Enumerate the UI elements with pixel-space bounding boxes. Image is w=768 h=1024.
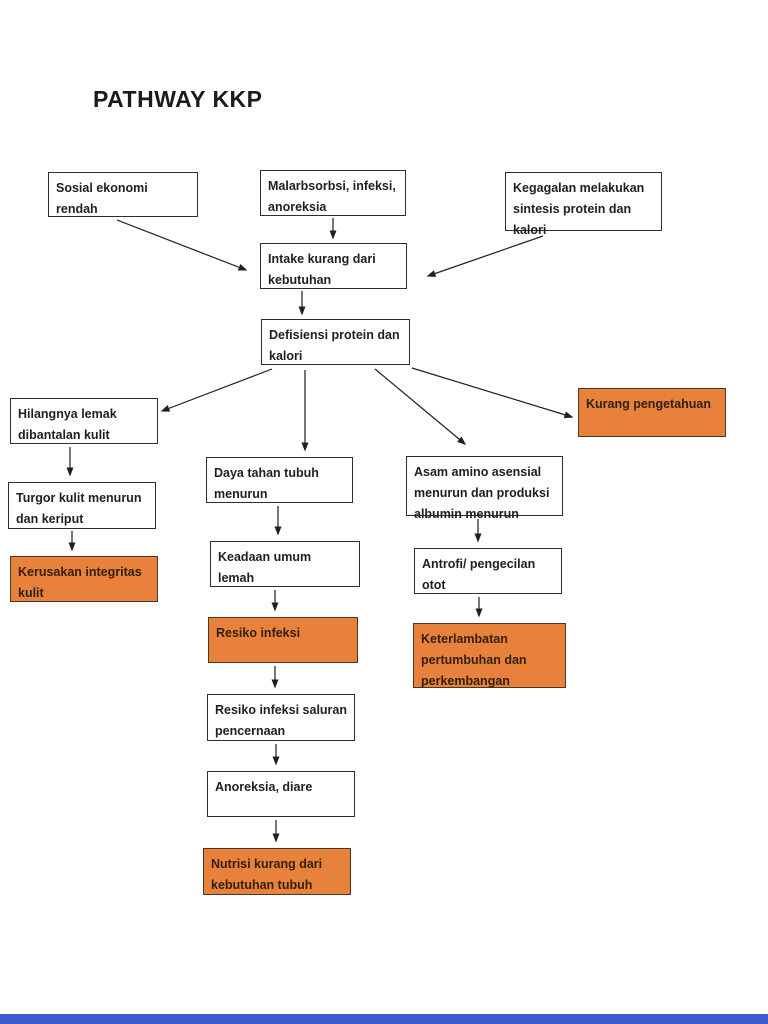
- arrow-kegagalan-to-intake: [426, 235, 544, 277]
- node-keterlambatan-pertumbuhan: Keterlambatan pertumbuhan dan perkembang…: [413, 623, 566, 688]
- arrow-defisiensi-to-kurangpeng: [411, 367, 574, 419]
- node-resiko-infeksi-saluran: Resiko infeksi saluran pencernaan: [207, 694, 355, 741]
- node-turgor-kulit: Turgor kulit menurun dan keriput: [8, 482, 156, 529]
- arrow-sosial-to-intake: [116, 219, 248, 271]
- node-kurang-pengetahuan: Kurang pengetahuan: [578, 388, 726, 437]
- node-kegagalan-sintesis: Kegagalan melakukan sintesis protein dan…: [505, 172, 662, 237]
- page-title: PATHWAY KKP: [93, 86, 263, 112]
- node-hilangnya-lemak: Hilangnya lemak dibantalan kulit: [10, 398, 158, 444]
- footer-bar: [0, 1014, 768, 1024]
- node-asam-amino-asensial: Asam amino asensial menurun dan produksi…: [406, 456, 563, 521]
- arrow-defisiensi-to-asamamino: [374, 368, 467, 445]
- node-anoreksia-diare: Anoreksia, diare: [207, 771, 355, 817]
- node-malarbsorbsi-infeksi: Malarbsorbsi, infeksi, anoreksia: [260, 170, 406, 216]
- arrow-defisiensi-to-hilangnya: [160, 368, 273, 412]
- node-sosial-ekonomi-rendah: Sosial ekonomi rendah: [48, 172, 198, 217]
- node-resiko-infeksi: Resiko infeksi: [208, 617, 358, 663]
- node-intake-kurang: Intake kurang dari kebutuhan: [260, 243, 407, 289]
- node-antrofi-pengecilan-otot: Antrofi/ pengecilan otot: [414, 548, 562, 594]
- node-daya-tahan-tubuh: Daya tahan tubuh menurun: [206, 457, 353, 503]
- node-kerusakan-integritas-kulit: Kerusakan integritas kulit: [10, 556, 158, 602]
- node-keadaan-umum-lemah: Keadaan umum lemah: [210, 541, 360, 587]
- node-defisiensi-protein-kalori: Defisiensi protein dan kalori: [261, 319, 410, 365]
- node-nutrisi-kurang-tubuh: Nutrisi kurang dari kebutuhan tubuh: [203, 848, 351, 895]
